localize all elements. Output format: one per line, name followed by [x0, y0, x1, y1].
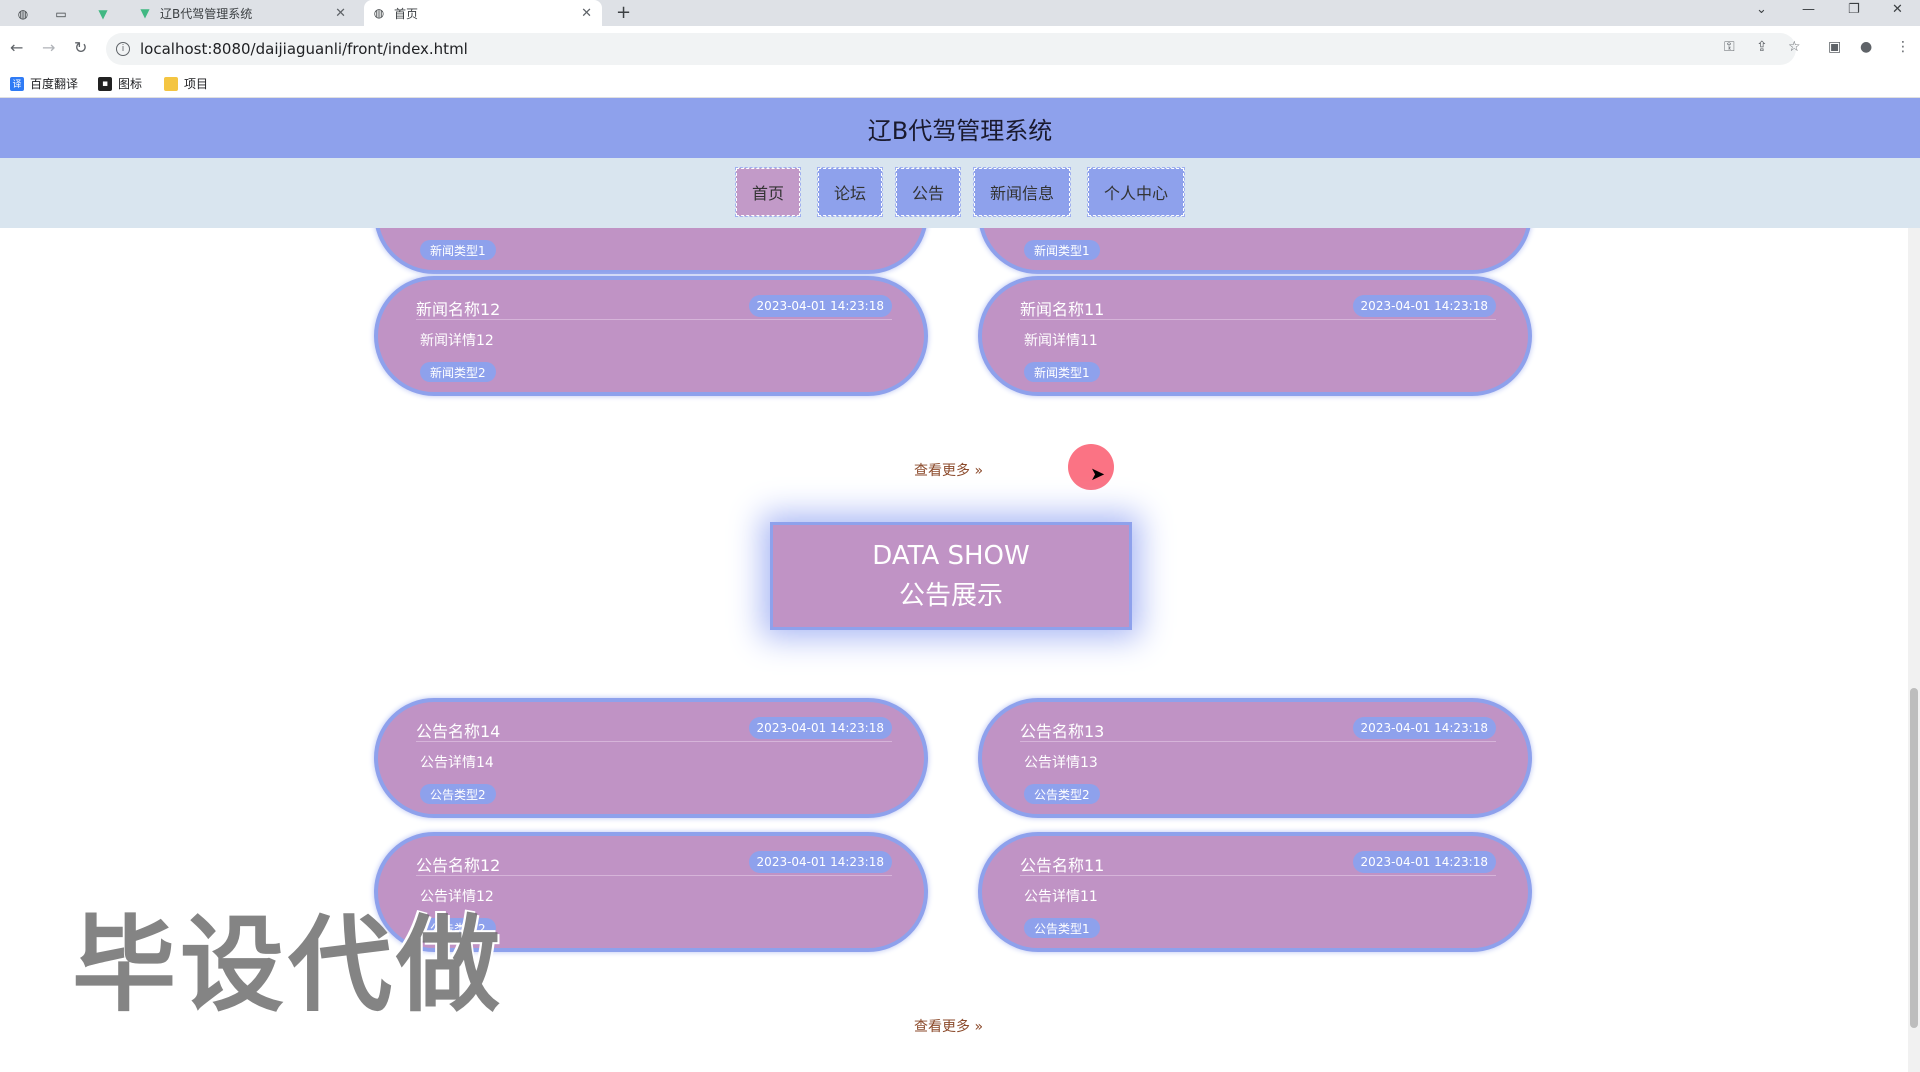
notice-date: 2023-04-01 14:23:18 [1352, 717, 1496, 739]
notice-type-badge: 公告类型2 [1024, 784, 1100, 804]
address-bar[interactable]: i localhost:8080/daijiaguanli/front/inde… [106, 33, 1796, 65]
tab-home[interactable]: ◍ 首页 ✕ [364, 0, 602, 26]
menu-item-forum[interactable]: 论坛 [817, 167, 883, 217]
notice-card[interactable]: 公告名称14 2023-04-01 14:23:18 公告详情14 公告类型2 [374, 698, 928, 818]
scrollbar-thumb[interactable] [1910, 688, 1918, 1028]
bookmark-label: 百度翻译 [30, 77, 79, 91]
notice-title: 公告名称12 [416, 856, 501, 875]
news-detail: 新闻详情12 [420, 333, 494, 349]
blank-tab-icon[interactable]: ▭ [55, 7, 67, 21]
notice-title: 公告名称14 [416, 722, 501, 741]
click-indicator [1068, 444, 1114, 490]
close-window-icon[interactable]: ✕ [1892, 2, 1903, 17]
key-icon[interactable]: ⚿ [1724, 39, 1735, 55]
notice-detail: 公告详情13 [1024, 755, 1098, 771]
menu-item-home[interactable]: 首页 [735, 167, 801, 217]
mouse-cursor-icon: ➤ [1090, 464, 1106, 485]
tab-label: 辽B代驾管理系统 [160, 6, 253, 21]
url-text: localhost:8080/daijiaguanli/front/index.… [140, 40, 468, 58]
star-icon[interactable]: ☆ [1788, 39, 1801, 55]
close-icon[interactable]: ✕ [335, 5, 346, 21]
notice-date: 2023-04-01 14:23:18 [1352, 851, 1496, 873]
image-icon: ▪ [98, 76, 112, 91]
profile-icon[interactable]: ● [1860, 39, 1873, 55]
browser-tab-bar: ◍ ▭ ▼ ▼ 辽B代驾管理系统 ✕ ◍ 首页 ✕ + ⌄ — ❐ ✕ [0, 0, 1920, 26]
forward-icon[interactable]: → [42, 38, 56, 57]
site-title: 辽B代驾管理系统 [867, 116, 1053, 145]
notice-type-badge: 公告类型1 [1024, 918, 1100, 938]
tab-system[interactable]: ▼ 辽B代驾管理系统 ✕ [130, 0, 356, 26]
share-icon[interactable]: ⇪ [1756, 39, 1768, 55]
page-viewport: 辽B代驾管理系统 首页 论坛 公告 新闻信息 个人中心 新闻类型1 新闻类型1 … [0, 98, 1920, 1072]
news-date: 2023-04-01 14:23:18 [1352, 295, 1496, 317]
card-title-bar: 公告名称14 2023-04-01 14:23:18 [416, 716, 892, 742]
page-scrollbar[interactable] [1908, 228, 1920, 1072]
notice-date: 2023-04-01 14:23:18 [748, 717, 892, 739]
news-title: 新闻名称12 [416, 300, 501, 319]
news-card[interactable]: 新闻名称12 2023-04-01 14:23:18 新闻详情12 新闻类型2 [374, 276, 928, 396]
menu-item-profile[interactable]: 个人中心 [1087, 167, 1185, 217]
site-header: 辽B代驾管理系统 [0, 98, 1920, 158]
info-icon[interactable]: i [116, 42, 130, 56]
folder-icon [164, 76, 178, 91]
notice-card[interactable]: 公告名称13 2023-04-01 14:23:18 公告详情13 公告类型2 [978, 698, 1532, 818]
vue-logo-icon: ▼ [140, 6, 150, 20]
news-more-link[interactable]: 查看更多 » [914, 463, 984, 479]
card-title-bar: 公告名称11 2023-04-01 14:23:18 [1020, 850, 1496, 876]
bookmark-baidu-translate[interactable]: 译 百度翻译 [10, 75, 78, 92]
menu-item-news[interactable]: 新闻信息 [973, 167, 1071, 217]
notice-detail: 公告详情14 [420, 755, 494, 771]
sidepanel-icon[interactable]: ▣ [1828, 39, 1842, 55]
news-detail: 新闻详情11 [1024, 333, 1098, 349]
bookmark-label: 项目 [184, 77, 209, 91]
new-tab-button[interactable]: + [616, 2, 632, 23]
back-icon[interactable]: ← [10, 38, 24, 57]
news-type-badge: 新闻类型2 [420, 362, 496, 382]
card-title-bar: 公告名称13 2023-04-01 14:23:18 [1020, 716, 1496, 742]
chevron-down-icon[interactable]: ⌄ [1756, 2, 1767, 17]
more-menu-icon[interactable]: ⋮ [1896, 39, 1910, 55]
notice-card[interactable]: 公告名称11 2023-04-01 14:23:18 公告详情11 公告类型1 [978, 832, 1532, 952]
globe-icon: ◍ [373, 6, 385, 20]
bookmark-project[interactable]: 项目 [164, 75, 208, 92]
menu-item-notice[interactable]: 公告 [895, 167, 961, 217]
news-type-badge: 新闻类型1 [1024, 240, 1100, 260]
news-type-badge: 新闻类型1 [420, 240, 496, 260]
bookmark-label: 图标 [118, 77, 143, 91]
notice-detail: 公告详情12 [420, 889, 494, 905]
watermark-text: 毕设代做 [72, 904, 505, 1026]
card-title-bar: 新闻名称12 2023-04-01 14:23:18 [416, 294, 892, 320]
section-heading-cn: 公告展示 [898, 581, 1003, 611]
translate-icon: 译 [10, 76, 24, 91]
card-title-bar: 公告名称12 2023-04-01 14:23:18 [416, 850, 892, 876]
notice-date: 2023-04-01 14:23:18 [748, 851, 892, 873]
restore-icon[interactable]: ❐ [1848, 2, 1860, 17]
notice-title: 公告名称11 [1020, 856, 1105, 875]
notice-title: 公告名称13 [1020, 722, 1105, 741]
section-heading-en: DATA SHOW [872, 541, 1030, 571]
close-icon[interactable]: ✕ [581, 5, 592, 21]
notice-type-badge: 公告类型2 [420, 918, 496, 938]
bookmarks-bar: 译 百度翻译 ▪ 图标 项目 [0, 70, 1920, 98]
card-title-bar: 新闻名称11 2023-04-01 14:23:18 [1020, 294, 1496, 320]
news-title: 新闻名称11 [1020, 300, 1105, 319]
vue-logo-icon[interactable]: ▼ [98, 7, 108, 21]
browser-toolbar: ← → ↻ i localhost:8080/daijiaguanli/fron… [0, 26, 1920, 70]
globe-icon[interactable]: ◍ [17, 7, 29, 21]
notice-type-badge: 公告类型2 [420, 784, 496, 804]
news-card[interactable]: 新闻名称11 2023-04-01 14:23:18 新闻详情11 新闻类型1 [978, 276, 1532, 396]
bookmark-icons[interactable]: ▪ 图标 [98, 75, 142, 92]
tab-label: 首页 [394, 6, 419, 21]
notice-section-heading: DATA SHOW 公告展示 [770, 522, 1132, 630]
main-menu: 首页 论坛 公告 新闻信息 个人中心 [0, 158, 1920, 228]
notice-more-link[interactable]: 查看更多 » [914, 1019, 984, 1035]
minimize-icon[interactable]: — [1802, 2, 1815, 17]
reload-icon[interactable]: ↻ [74, 38, 88, 57]
notice-detail: 公告详情11 [1024, 889, 1098, 905]
news-type-badge: 新闻类型1 [1024, 362, 1100, 382]
notice-card[interactable]: 公告名称12 2023-04-01 14:23:18 公告详情12 公告类型2 [374, 832, 928, 952]
news-date: 2023-04-01 14:23:18 [748, 295, 892, 317]
